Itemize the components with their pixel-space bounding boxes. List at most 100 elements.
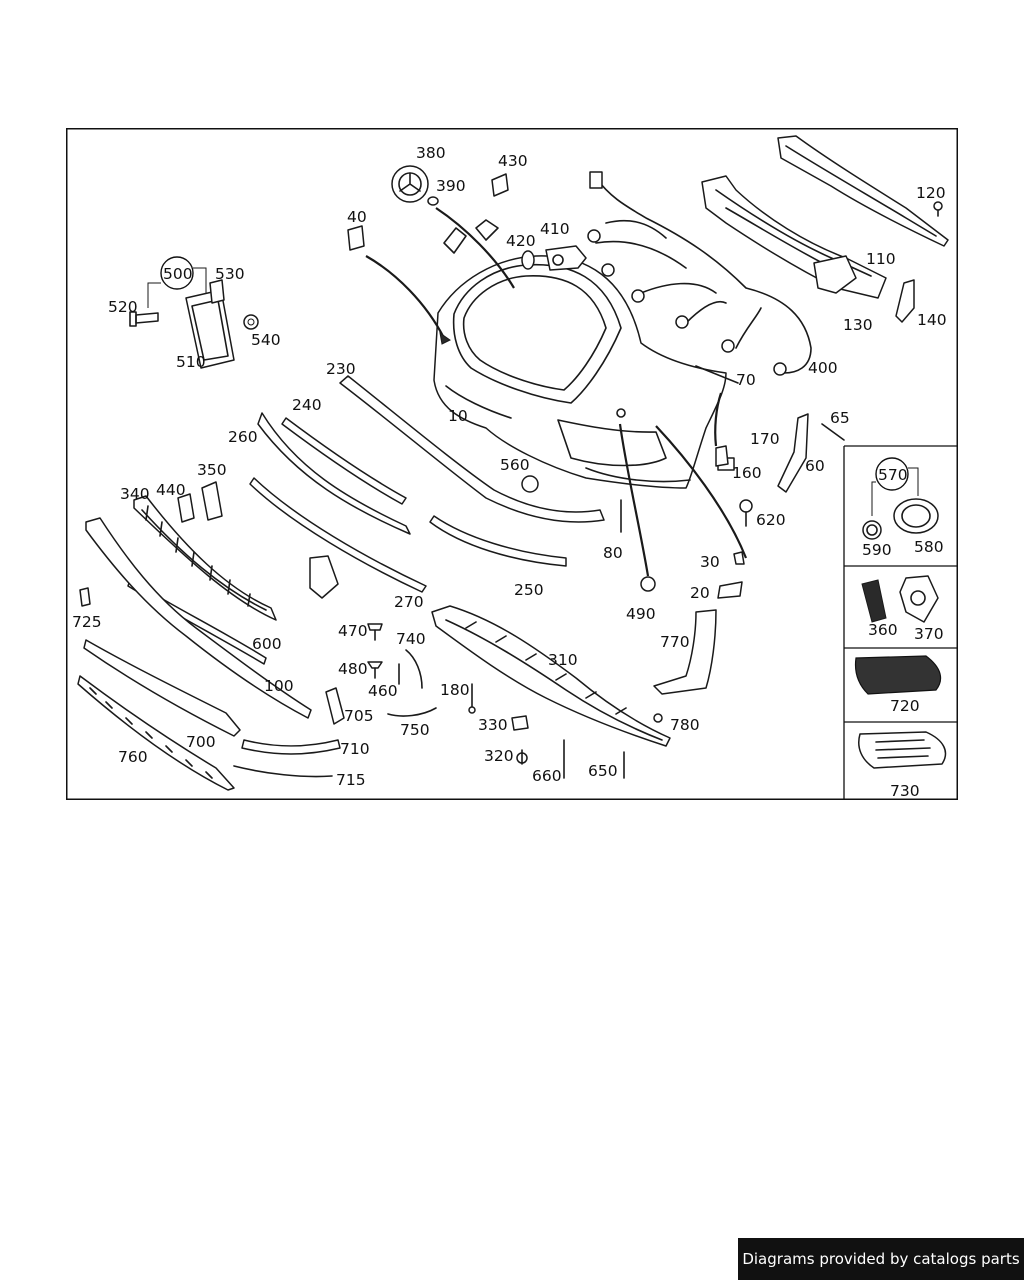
fog-light-ring-580-part — [862, 457, 939, 540]
label-510: 510 — [176, 353, 206, 371]
label-480: 480 — [338, 660, 368, 678]
label-430: 430 — [498, 152, 528, 170]
emblem-380-part — [391, 165, 515, 289]
trim-240-part — [281, 417, 407, 505]
label-520: 520 — [108, 298, 138, 316]
label-580: 580 — [914, 538, 944, 556]
label-140: 140 — [917, 311, 947, 329]
label-710: 710 — [340, 740, 370, 758]
trim-250-part — [429, 515, 567, 567]
label-170: 170 — [750, 430, 780, 448]
label-540: 540 — [251, 331, 281, 349]
trim-270-part — [249, 477, 427, 593]
label-740: 740 — [396, 630, 426, 648]
label-770: 770 — [660, 633, 690, 651]
spoiler-760-part — [77, 675, 235, 791]
callout-circle-500 — [160, 256, 194, 290]
mesh-720-part — [854, 655, 942, 695]
label-490: 490 — [626, 605, 656, 623]
label-270: 270 — [394, 593, 424, 611]
credit-text: Diagrams provided by catalogs parts — [742, 1250, 1020, 1268]
label-100: 100 — [264, 677, 294, 695]
trim-260-part — [257, 412, 411, 535]
label-600: 600 — [252, 635, 282, 653]
label-715: 715 — [336, 771, 366, 789]
label-250: 250 — [514, 581, 544, 599]
label-260: 260 — [228, 428, 258, 446]
small-parts-right — [715, 413, 845, 527]
label-380: 380 — [416, 144, 446, 162]
wiring-harness-part — [587, 171, 812, 376]
lip-100-part — [85, 517, 312, 719]
trim-750-part — [387, 707, 437, 717]
label-410: 410 — [540, 220, 570, 238]
credit-badge: Diagrams provided by catalogs parts — [738, 1238, 1024, 1280]
label-780: 780 — [670, 716, 700, 734]
bracket-770-part — [653, 609, 717, 695]
label-10: 10 — [448, 407, 468, 425]
label-400: 400 — [808, 359, 838, 377]
label-340: 340 — [120, 485, 150, 503]
label-730: 730 — [890, 782, 920, 800]
label-320: 320 — [484, 747, 514, 765]
grille-340-part — [133, 495, 277, 621]
sensor-410-part — [521, 245, 587, 271]
clip-430-part — [491, 173, 509, 197]
label-370: 370 — [914, 625, 944, 643]
fasteners-470-480-460 — [367, 623, 400, 685]
label-120: 120 — [916, 184, 946, 202]
bracket-140-part — [895, 279, 915, 323]
label-420: 420 — [506, 232, 536, 250]
label-620: 620 — [756, 511, 786, 529]
trim-740-part — [405, 649, 423, 689]
bumper-carrier-part — [701, 175, 887, 299]
label-65: 65 — [830, 409, 850, 427]
license-plate-bracket-part — [129, 256, 259, 369]
label-440: 440 — [156, 481, 186, 499]
bumper-cover-part — [433, 219, 727, 489]
label-500: 500 — [163, 265, 193, 283]
clip-40-part — [347, 225, 451, 345]
callout-circle-570 — [875, 457, 909, 491]
label-240: 240 — [292, 396, 322, 414]
trim-230-part — [339, 375, 605, 523]
label-750: 750 — [400, 721, 430, 739]
label-70: 70 — [736, 371, 756, 389]
part-labels: 380 390 430 40 420 410 120 110 130 140 5… — [72, 144, 947, 800]
strip-710-part — [241, 739, 341, 755]
label-310: 310 — [548, 651, 578, 669]
label-180: 180 — [440, 681, 470, 699]
strip-715-part — [233, 765, 333, 778]
label-160: 160 — [732, 464, 762, 482]
label-20: 20 — [690, 584, 710, 602]
label-590: 590 — [862, 541, 892, 559]
grille-360-370-part — [861, 575, 939, 623]
label-705: 705 — [344, 707, 374, 725]
label-470: 470 — [338, 622, 368, 640]
crossmember-120-part — [777, 135, 949, 247]
detail-panel — [843, 445, 958, 800]
label-725: 725 — [72, 613, 102, 631]
label-230: 230 — [326, 360, 356, 378]
strip-70-lead — [714, 392, 723, 447]
label-530: 530 — [215, 265, 245, 283]
label-560: 560 — [500, 456, 530, 474]
label-30: 30 — [700, 553, 720, 571]
strip-70-part — [695, 365, 739, 384]
insert-705-part — [325, 687, 345, 725]
label-130: 130 — [843, 316, 873, 334]
fasteners-bottom — [468, 683, 663, 779]
clip-725-part — [79, 587, 91, 607]
small-parts-center — [618, 423, 748, 599]
label-60: 60 — [805, 457, 825, 475]
frame-730-part — [858, 731, 947, 769]
bracket-350-part — [177, 481, 339, 599]
label-570: 570 — [878, 466, 908, 484]
label-330: 330 — [478, 716, 508, 734]
parts-diagram: 380 390 430 40 420 410 120 110 130 140 5… — [66, 128, 958, 800]
label-40: 40 — [347, 208, 367, 226]
label-360: 360 — [868, 621, 898, 639]
label-720: 720 — [890, 697, 920, 715]
label-650: 650 — [588, 762, 618, 780]
label-110: 110 — [866, 250, 896, 268]
